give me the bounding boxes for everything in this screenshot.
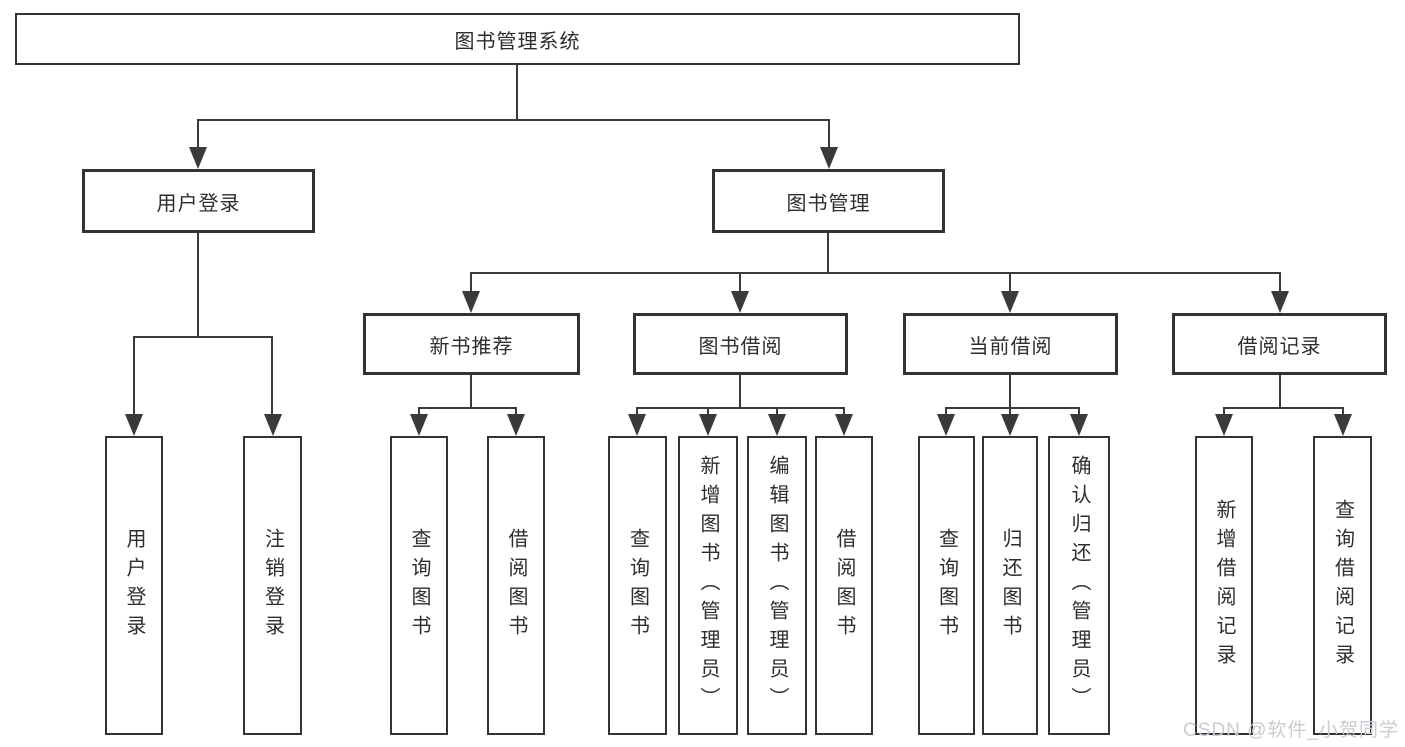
leaf-edit-books-admin: 编辑图书（管理员） bbox=[747, 436, 807, 735]
connector-hline bbox=[133, 336, 273, 338]
node-book-management: 图书管理 bbox=[712, 169, 945, 233]
connector-vline bbox=[707, 407, 709, 416]
leaf-return-books-label: 归还图书 bbox=[999, 527, 1021, 644]
connector-vline bbox=[1342, 407, 1344, 416]
arrow-down-icon bbox=[835, 414, 853, 436]
connector-vline bbox=[418, 407, 420, 416]
connector-vline bbox=[515, 407, 517, 416]
leaf-logout-login-label: 注销登录 bbox=[261, 527, 284, 644]
connector-vline bbox=[1223, 407, 1225, 416]
leaf-query-borrow-record-label: 查询借阅记录 bbox=[1331, 498, 1354, 673]
leaf-query-books-1: 查询图书 bbox=[390, 436, 448, 735]
leaf-add-books-admin: 新增图书（管理员） bbox=[678, 436, 738, 735]
leaf-confirm-return-admin: 确认归还（管理员） bbox=[1048, 436, 1110, 735]
connector-hline bbox=[470, 272, 1281, 274]
connector-vline bbox=[776, 407, 778, 416]
leaf-query-books-1-label: 查询图书 bbox=[408, 527, 430, 644]
connector-hline bbox=[418, 407, 517, 409]
arrow-down-icon bbox=[462, 291, 480, 313]
connector-vline bbox=[470, 375, 472, 407]
connector-vline bbox=[945, 407, 947, 416]
arrow-down-icon bbox=[820, 147, 838, 169]
leaf-query-books-3: 查询图书 bbox=[918, 436, 975, 735]
arrow-down-icon bbox=[189, 147, 207, 169]
node-user-login: 用户登录 bbox=[82, 169, 315, 233]
node-new-book-recommend: 新书推荐 bbox=[363, 313, 580, 375]
arrow-down-icon bbox=[507, 414, 525, 436]
leaf-add-books-admin-label: 新增图书（管理员） bbox=[697, 455, 719, 716]
connector-vline bbox=[1009, 375, 1011, 407]
leaf-query-books-2-label: 查询图书 bbox=[626, 527, 649, 644]
connector-vline bbox=[271, 336, 273, 416]
leaf-query-borrow-record: 查询借阅记录 bbox=[1313, 436, 1372, 735]
connector-vline bbox=[636, 407, 638, 416]
leaf-query-books-3-label: 查询图书 bbox=[935, 527, 958, 644]
csdn-watermark: CSDN @软件_小贺同学 bbox=[1183, 720, 1399, 741]
connector-vline bbox=[843, 407, 845, 416]
connector-vline bbox=[739, 375, 741, 407]
node-new-book-recommend-label: 新书推荐 bbox=[429, 335, 514, 358]
arrow-down-icon bbox=[410, 414, 428, 436]
node-current-borrowing-label: 当前借阅 bbox=[968, 335, 1053, 358]
arrow-down-icon bbox=[768, 414, 786, 436]
node-book-management-label: 图书管理 bbox=[786, 192, 871, 215]
leaf-add-borrow-record: 新增借阅记录 bbox=[1195, 436, 1253, 735]
leaf-user-login-label: 用户登录 bbox=[123, 527, 145, 644]
node-book-borrowing-label: 图书借阅 bbox=[698, 335, 783, 358]
connector-vline bbox=[133, 336, 135, 416]
node-book-borrowing: 图书借阅 bbox=[633, 313, 848, 375]
arrow-down-icon bbox=[1215, 414, 1233, 436]
connector-hline bbox=[636, 407, 844, 409]
connector-vline bbox=[739, 272, 741, 293]
leaf-query-books-2: 查询图书 bbox=[608, 436, 667, 735]
connector-hline bbox=[945, 407, 1080, 409]
connector-vline bbox=[1009, 407, 1011, 416]
connector-vline bbox=[197, 233, 199, 336]
arrow-down-icon bbox=[1334, 414, 1352, 436]
arrow-down-icon bbox=[264, 414, 282, 436]
node-book-management-system: 图书管理系统 bbox=[15, 13, 1020, 65]
leaf-user-login: 用户登录 bbox=[105, 436, 163, 735]
leaf-borrow-books-1: 借阅图书 bbox=[487, 436, 545, 735]
leaf-borrow-books-2: 借阅图书 bbox=[815, 436, 873, 735]
arrow-down-icon bbox=[731, 291, 749, 313]
arrow-down-icon bbox=[1001, 414, 1019, 436]
leaf-logout-login: 注销登录 bbox=[243, 436, 302, 735]
leaf-add-borrow-record-label: 新增借阅记录 bbox=[1213, 498, 1235, 673]
connector-vline bbox=[197, 119, 199, 149]
arrow-down-icon bbox=[937, 414, 955, 436]
connector-vline bbox=[827, 233, 829, 272]
arrow-down-icon bbox=[125, 414, 143, 436]
leaf-confirm-return-admin-label: 确认归还（管理员） bbox=[1068, 455, 1090, 716]
arrow-down-icon bbox=[1070, 414, 1088, 436]
leaf-borrow-books-1-label: 借阅图书 bbox=[505, 527, 527, 644]
arrow-down-icon bbox=[628, 414, 646, 436]
connector-vline bbox=[470, 272, 472, 293]
connector-hline bbox=[197, 119, 830, 121]
node-borrowing-records: 借阅记录 bbox=[1172, 313, 1387, 375]
node-borrowing-records-label: 借阅记录 bbox=[1237, 335, 1322, 358]
leaf-borrow-books-2-label: 借阅图书 bbox=[833, 527, 855, 644]
connector-vline bbox=[1078, 407, 1080, 416]
node-current-borrowing: 当前借阅 bbox=[903, 313, 1118, 375]
leaf-edit-books-admin-label: 编辑图书（管理员） bbox=[766, 455, 788, 716]
connector-vline bbox=[1279, 272, 1281, 293]
connector-vline bbox=[516, 65, 518, 119]
arrow-down-icon bbox=[699, 414, 717, 436]
arrow-down-icon bbox=[1001, 291, 1019, 313]
leaf-return-books: 归还图书 bbox=[982, 436, 1038, 735]
connector-vline bbox=[828, 119, 830, 149]
connector-vline bbox=[1279, 375, 1281, 407]
node-user-login-label: 用户登录 bbox=[156, 192, 241, 215]
connector-vline bbox=[1009, 272, 1011, 293]
connector-hline bbox=[1223, 407, 1344, 409]
node-book-management-system-label: 图书管理系统 bbox=[454, 30, 581, 53]
arrow-down-icon bbox=[1271, 291, 1289, 313]
